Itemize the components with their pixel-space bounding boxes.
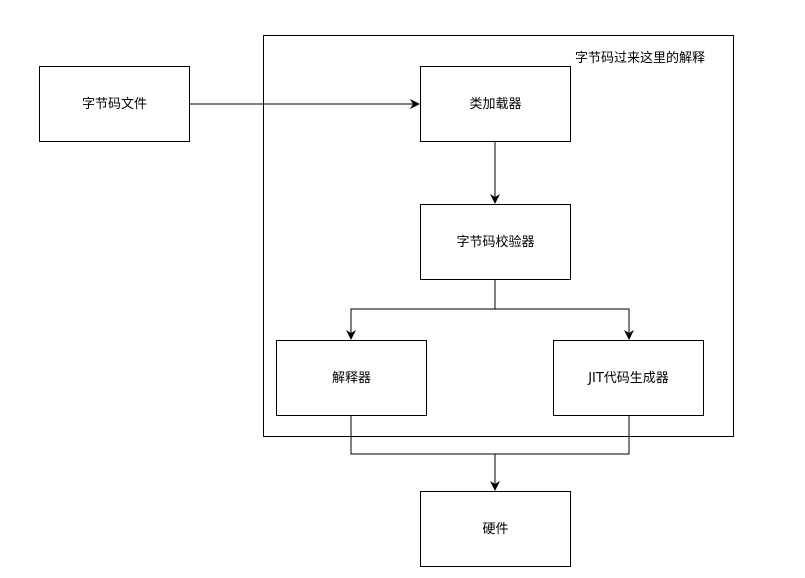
node-bytecode-verifier: 字节码校验器 xyxy=(420,204,571,280)
node-interpreter: 解释器 xyxy=(276,340,427,416)
node-bytecode-verifier-label: 字节码校验器 xyxy=(456,234,535,250)
node-class-loader: 类加载器 xyxy=(420,66,571,142)
node-jit-generator-label: JIT代码生成器 xyxy=(588,370,669,386)
interpretation-container: 字节码过来这里的解释 xyxy=(263,35,734,437)
node-interpreter-label: 解释器 xyxy=(331,370,371,386)
node-hardware-label: 硬件 xyxy=(482,521,509,537)
node-bytecode-file: 字节码文件 xyxy=(39,66,190,142)
node-hardware: 硬件 xyxy=(420,491,571,567)
node-bytecode-file-label: 字节码文件 xyxy=(81,96,147,112)
container-label: 字节码过来这里的解释 xyxy=(574,51,705,66)
arrow-interpreter-to-hardware xyxy=(350,415,500,491)
node-class-loader-label: 类加载器 xyxy=(469,96,522,112)
arrow-verifier-to-interpreter xyxy=(346,279,496,340)
arrow-verifier-to-jit xyxy=(495,308,634,340)
connector-jit-to-hardware xyxy=(495,415,630,455)
node-jit-generator: JIT代码生成器 xyxy=(553,340,704,416)
